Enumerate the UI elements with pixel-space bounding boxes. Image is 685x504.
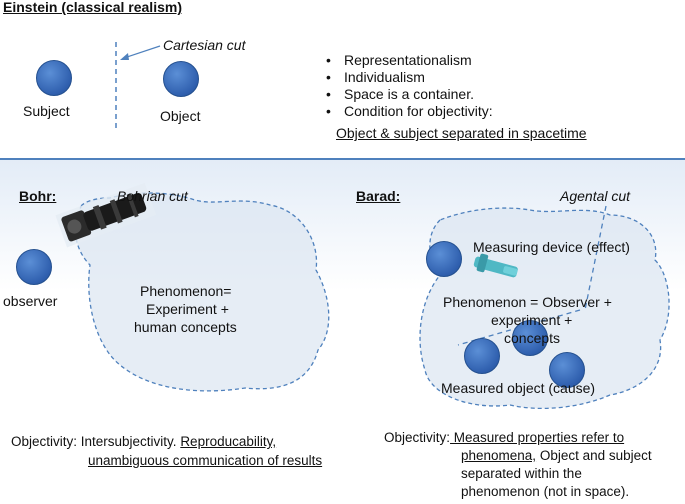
observer-dot: [16, 249, 52, 285]
barad-phenomenon-line3: concepts: [504, 330, 561, 346]
cartesian-cut-arrowhead: [120, 53, 129, 60]
bullet-item: Representationalism: [324, 52, 493, 69]
measuring-device-icon: [473, 253, 518, 278]
bohr-objectivity: Objectivity: Intersubjectivity. Reproduc…: [11, 434, 276, 449]
experiment-camera-icon: [55, 182, 157, 248]
observer-label: observer: [3, 293, 58, 309]
barad-objectivity-measured: Measured properties refer to: [450, 430, 625, 445]
subject-label: Subject: [23, 103, 70, 119]
object-dot: [163, 61, 199, 97]
barad-title: Barad:: [356, 188, 401, 204]
barad-objectivity-line3: separated within the: [461, 466, 582, 481]
cartesian-cut-arrow: [123, 45, 161, 59]
barad-concepts-dot: [512, 320, 548, 356]
cartesian-cut-label: Cartesian cut: [163, 37, 246, 53]
barad-objectivity-phenomena: phenomena,: [461, 448, 537, 463]
bohr-title: Bohr:: [19, 188, 57, 204]
bohr-cloud: [74, 192, 330, 392]
agental-cut-label: Agental cut: [560, 188, 631, 204]
barad-objectivity: Objectivity: Measured properties refer t…: [384, 430, 624, 445]
einstein-objectivity-detail: Object & subject separated in spacetime: [336, 125, 587, 141]
bullet-item: Condition for objectivity:: [324, 103, 493, 120]
subject-dot: [36, 60, 72, 96]
barad-phenomenon-line2: experiment +: [491, 312, 573, 328]
bullet-item: Space is a container.: [324, 86, 493, 103]
barad-phenomenon-line1: Phenomenon = Observer +: [443, 294, 612, 310]
bohr-phenomenon-line1: Phenomenon=: [140, 283, 232, 299]
bohrian-cut-label: Bohrian cut: [117, 188, 188, 204]
einstein-bullet-list: Representationalism Individualism Space …: [324, 52, 493, 120]
barad-objectivity-object-subject: Object and subject: [536, 448, 652, 463]
object-label: Object: [160, 108, 201, 124]
bohr-objectivity-line2: unambiguous communication of results: [88, 453, 323, 468]
barad-objectivity-line4: phenomenon (not in space).: [461, 484, 630, 499]
bohr-phenomenon-line3: human concepts: [134, 319, 237, 335]
bohr-objectivity-prefix: Objectivity: Intersubjectivity.: [11, 434, 181, 449]
measured-object-dot: [549, 352, 585, 388]
bohr-phenomenon-line2: Experiment +: [146, 301, 229, 317]
barad-objectivity-prefix: Objectivity:: [384, 430, 451, 445]
barad-observer-dot: [426, 241, 462, 277]
einstein-panel: Einstein (classical realism) Subject Obj…: [0, 0, 685, 158]
bullet-item: Individualism: [324, 69, 493, 86]
measured-object-label: Measured object (cause): [441, 380, 596, 396]
barad-objectivity-line2: phenomena, Object and subject: [461, 448, 652, 463]
einstein-title: Einstein (classical realism): [3, 0, 182, 15]
measuring-device-label: Measuring device (effect): [473, 239, 630, 255]
bohr-objectivity-reproducability: Reproducability,: [180, 434, 277, 449]
barad-experiment-dot: [464, 338, 500, 374]
